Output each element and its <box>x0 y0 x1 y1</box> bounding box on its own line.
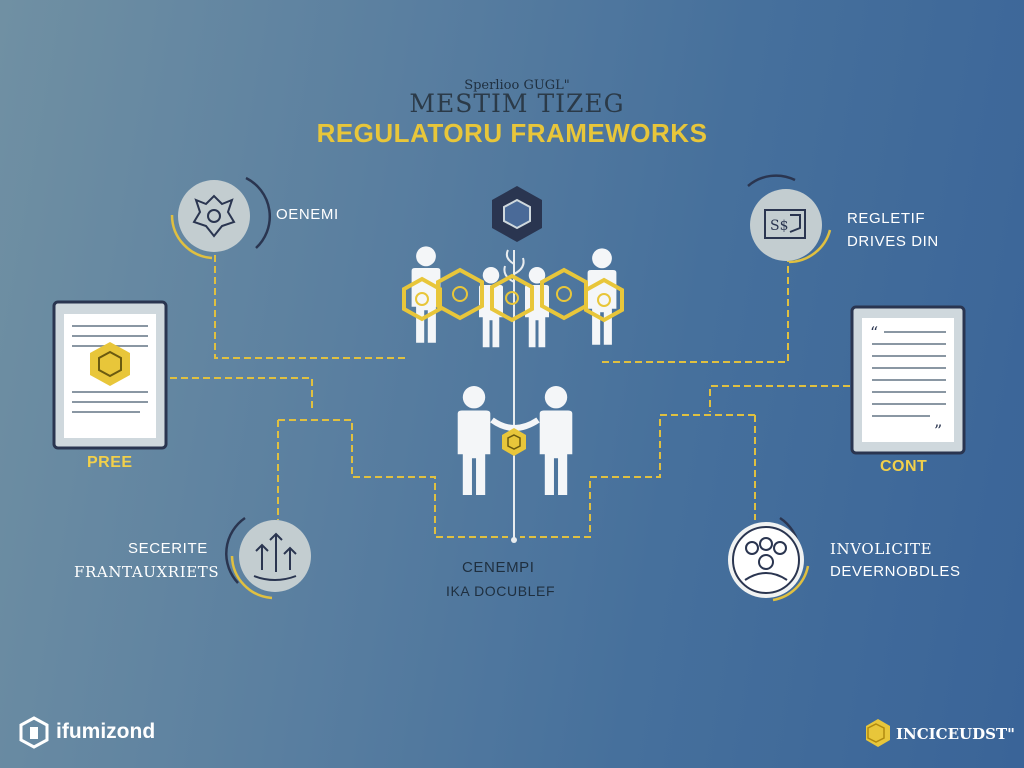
right-brand-logo <box>866 719 890 747</box>
left-brand-logo <box>19 716 49 749</box>
top-right-label-line2: DRIVES DIN <box>847 233 939 250</box>
quote-document-icon: “ ” <box>850 305 966 455</box>
scales-document-icon: S$ <box>750 189 822 261</box>
center-label-line2: IKA DOCUBLEF <box>446 583 556 599</box>
handshake-icon <box>457 386 573 495</box>
people-group-icon <box>728 522 804 598</box>
connector-lines <box>170 255 850 538</box>
bottom-left-label-line1: SECERITE <box>128 540 208 557</box>
document-icon <box>52 300 168 450</box>
header-subtitle: REGULATORU FRAMEWORKS <box>316 118 708 148</box>
header-title: MESTIM TIZEG <box>409 89 625 118</box>
hexagon-logo-icon <box>492 186 542 242</box>
center-label-line1: CENEMPI <box>462 559 535 576</box>
left-brand-name: ifumizond <box>56 720 156 743</box>
bottom-right-label-line1: INVOLICITE <box>830 540 933 558</box>
header-kicker: Sperlioo GUGL" <box>464 78 570 93</box>
svg-text:S$: S$ <box>770 218 789 234</box>
hexagon-chain <box>402 267 624 323</box>
bottom-right-label-line2: DEVERNOBDLES <box>830 563 961 580</box>
top-right-label-line1: REGLETIF <box>847 210 926 227</box>
svg-text:“: “ <box>870 323 878 342</box>
svg-text:”: ” <box>934 421 942 440</box>
network-map-icon <box>178 180 250 252</box>
arrows-up-icon <box>239 520 311 592</box>
left-doc-label: PREE <box>87 454 133 471</box>
bottom-left-label-line2: FRANTAUXRIETS <box>74 563 220 581</box>
right-brand-name: INCICEUDST" <box>896 725 1015 743</box>
right-doc-label: CONT <box>880 458 928 475</box>
top-left-label: OENEMI <box>276 206 339 223</box>
